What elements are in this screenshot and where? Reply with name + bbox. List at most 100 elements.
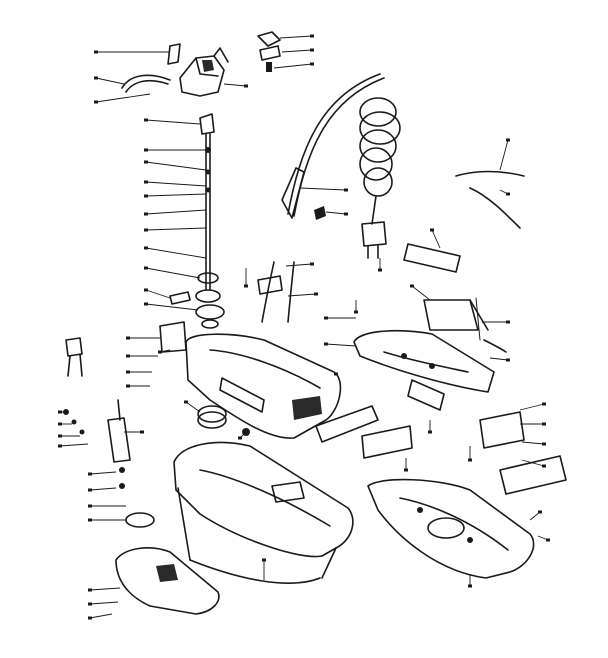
spray-nozzle <box>63 399 131 489</box>
leader-line <box>95 93 151 103</box>
thermostat-assembly <box>403 170 525 341</box>
callout-mark <box>58 434 62 438</box>
leader-line <box>145 303 199 311</box>
callout-mark <box>126 354 130 358</box>
leader-line <box>89 587 121 591</box>
callout-mark <box>238 436 242 440</box>
leader-line <box>325 211 347 215</box>
leader-line <box>89 613 113 619</box>
callout-mark <box>144 148 148 152</box>
callout-mark <box>140 430 144 434</box>
callout-mark <box>310 34 314 38</box>
leader-line <box>89 471 117 475</box>
callout-mark <box>126 384 130 388</box>
bracket <box>65 337 567 495</box>
leader-line <box>89 487 117 491</box>
leader-line <box>145 247 207 259</box>
leader-line <box>95 77 125 85</box>
leader-line <box>145 227 207 231</box>
callout-mark <box>344 212 348 216</box>
callout-mark <box>244 284 248 288</box>
leader-line <box>145 289 171 299</box>
callout-mark <box>404 468 408 472</box>
leader-line <box>145 267 201 279</box>
leader-line <box>287 293 317 297</box>
callout-mark <box>158 350 162 354</box>
callout-mark <box>58 444 62 448</box>
leader-line <box>279 35 313 39</box>
leader-line <box>223 83 247 87</box>
callout-mark <box>88 518 92 522</box>
callout-mark <box>144 288 148 292</box>
leader-line <box>325 343 357 347</box>
callout-mark <box>262 558 266 562</box>
soleplate <box>367 478 535 579</box>
valve-stem-assembly <box>169 113 225 329</box>
callout-mark <box>310 262 314 266</box>
callout-mark <box>88 588 92 592</box>
callout-mark <box>94 100 98 104</box>
callout-mark <box>144 266 148 270</box>
callout-mark <box>144 118 148 122</box>
callout-mark <box>94 50 98 54</box>
callout-mark <box>144 180 148 184</box>
callout-mark <box>184 400 188 404</box>
leader-line <box>281 49 313 53</box>
callout-mark <box>468 584 472 588</box>
callout-mark <box>126 370 130 374</box>
leader-line <box>59 443 89 447</box>
callout-mark <box>506 320 510 324</box>
callout-mark <box>88 504 92 508</box>
leader-line <box>431 229 441 249</box>
leader-line <box>145 181 207 187</box>
spring-clip <box>257 275 507 353</box>
leader-line <box>89 601 119 605</box>
leader-line <box>521 459 545 467</box>
callout-leaders <box>58 34 550 620</box>
leader-line <box>145 161 207 171</box>
callout-mark <box>542 442 546 446</box>
leader-line <box>145 119 201 125</box>
callout-mark <box>314 292 318 296</box>
callout-mark <box>94 76 98 80</box>
callout-mark <box>506 192 510 196</box>
callout-mark <box>546 538 550 542</box>
callout-mark <box>468 458 472 462</box>
callout-mark <box>88 488 92 492</box>
callout-mark <box>58 410 62 414</box>
cord-set <box>261 73 401 323</box>
callout-mark <box>354 310 358 314</box>
callout-mark <box>244 84 248 88</box>
leader-line <box>145 209 207 215</box>
callout-mark <box>506 358 510 362</box>
callout-mark <box>144 228 148 232</box>
callout-mark <box>506 138 510 142</box>
callout-mark <box>430 228 434 232</box>
callout-mark <box>88 472 92 476</box>
leader-line <box>499 139 509 171</box>
heel-rest-plate <box>115 512 220 615</box>
callout-mark <box>542 422 546 426</box>
callout-mark <box>144 160 148 164</box>
leader-line <box>185 401 201 413</box>
leader-line <box>489 357 509 361</box>
callout-mark <box>542 402 546 406</box>
callout-mark <box>58 422 62 426</box>
callout-mark <box>410 284 414 288</box>
callout-mark <box>542 464 546 468</box>
callout-mark <box>324 342 328 346</box>
leader-line <box>285 263 313 267</box>
leader-line <box>273 63 313 69</box>
callout-mark <box>378 268 382 272</box>
leader-line <box>521 441 545 445</box>
callout-mark <box>126 336 130 340</box>
base-housing <box>173 441 354 584</box>
callout-mark <box>144 302 148 306</box>
callout-mark <box>144 246 148 250</box>
top-dial-assembly <box>121 31 281 97</box>
callout-mark <box>538 510 542 514</box>
callout-mark <box>88 616 92 620</box>
soleplate-upper <box>353 329 495 411</box>
callout-mark <box>344 188 348 192</box>
